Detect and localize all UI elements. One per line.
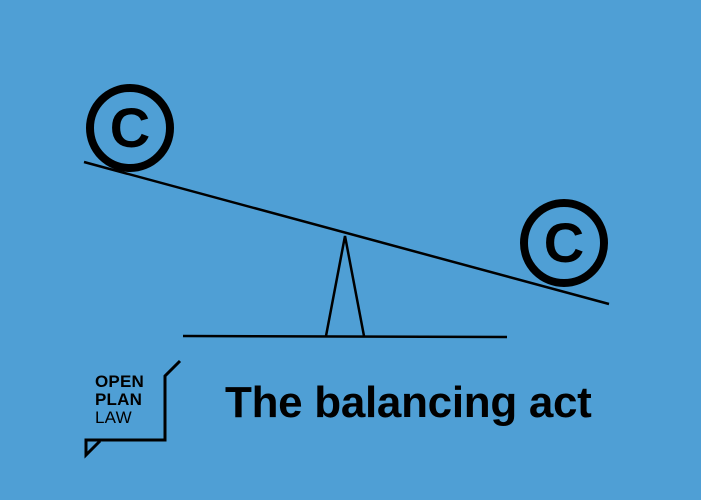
copyright-icon-glyph: C [110,96,150,159]
copyright-icon: C [86,84,174,172]
open-plan-law-logo: OPEN PLAN LAW [95,373,144,427]
logo-line-open: OPEN [95,372,144,391]
headline: The balancing act [225,378,592,427]
ground-line [182,334,508,339]
logo-line-plan: PLAN [95,390,143,409]
copyright-icon: C [520,199,608,287]
copyright-icon-glyph: C [544,211,584,274]
logo-line-law: LAW [95,408,132,427]
logo-bracket [84,359,182,459]
fulcrum [324,235,366,337]
seesaw-plank [83,160,610,306]
